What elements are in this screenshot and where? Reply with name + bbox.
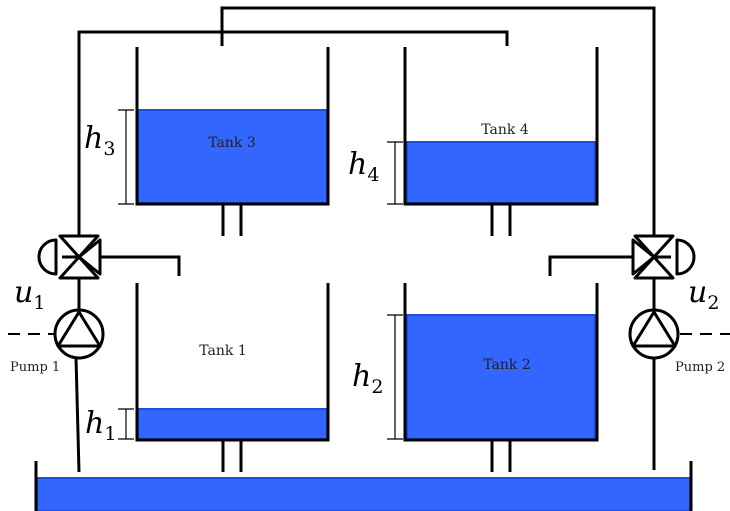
h3-marker bbox=[118, 109, 134, 205]
tank4-water bbox=[406, 141, 596, 204]
outlet-pipes bbox=[221, 204, 512, 472]
h3-level-label: h3 bbox=[84, 121, 115, 160]
pipe-right-to-tank3 bbox=[220, 6, 656, 236]
pipe-right-to-tank2 bbox=[548, 255, 637, 276]
reservoir-water bbox=[36, 477, 691, 511]
tank1-water bbox=[137, 408, 328, 440]
h2-level-label: h2 bbox=[352, 359, 383, 398]
h4-marker bbox=[387, 141, 403, 205]
h4-level-label: h4 bbox=[348, 147, 379, 186]
pump2-label: Pump 2 bbox=[675, 360, 725, 375]
pump-icon bbox=[53, 308, 105, 360]
pump1-label: Pump 1 bbox=[10, 360, 60, 375]
pipe-network bbox=[74, 6, 656, 473]
pipe-left-suction bbox=[74, 356, 81, 473]
tank4-wall bbox=[403, 47, 599, 206]
h1-level-label: h1 bbox=[85, 406, 116, 445]
tank3-water bbox=[137, 109, 328, 204]
pipe-left-to-tank4 bbox=[77, 30, 509, 236]
three-way-valve-icon bbox=[631, 234, 696, 280]
tank2-water bbox=[406, 314, 596, 440]
h1-marker bbox=[118, 408, 134, 440]
reservoir-wall bbox=[34, 461, 693, 511]
pump-icon bbox=[628, 308, 680, 360]
tank-walls bbox=[34, 47, 693, 511]
three-way-valve-icon bbox=[37, 234, 102, 280]
u2-input-label: u2 bbox=[688, 275, 719, 314]
water-fills bbox=[36, 109, 691, 511]
tank3-label: Tank 3 bbox=[208, 135, 255, 151]
level-markers bbox=[118, 109, 403, 440]
tank1-wall bbox=[135, 283, 330, 442]
tank1-label: Tank 1 bbox=[199, 343, 246, 359]
pipe-left-to-tank1 bbox=[96, 255, 181, 276]
tank2-label: Tank 2 bbox=[483, 357, 530, 373]
tank4-label: Tank 4 bbox=[481, 122, 529, 138]
u1-input-label: u1 bbox=[14, 275, 45, 314]
tank3-wall bbox=[135, 47, 330, 206]
h2-marker bbox=[387, 314, 403, 440]
tank2-wall bbox=[403, 283, 599, 442]
